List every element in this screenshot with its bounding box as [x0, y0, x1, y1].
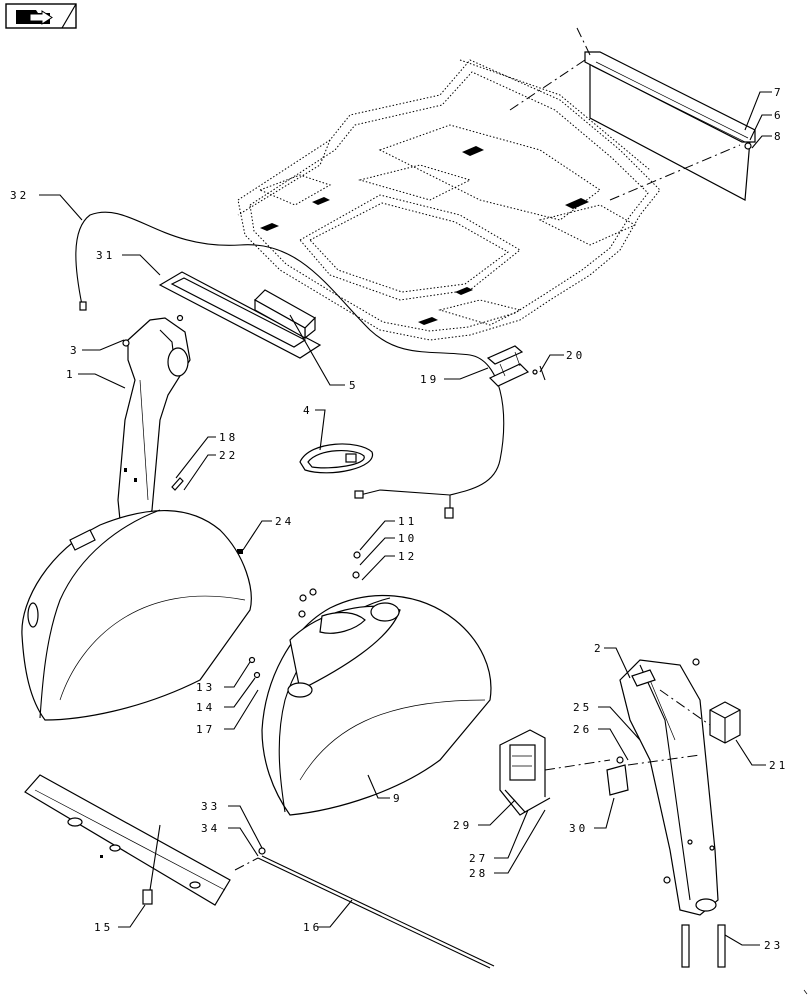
- callout-12: 12: [398, 550, 417, 563]
- callout-5: 5: [349, 379, 359, 392]
- vent-grille: [260, 146, 589, 325]
- wire-harness: [75, 211, 505, 519]
- callout-19: 19: [420, 373, 439, 386]
- callout-25: 25: [573, 701, 592, 714]
- bracket: [486, 345, 546, 387]
- callout-16: 16: [303, 921, 322, 934]
- label-plate: [606, 764, 629, 796]
- callout-13: 13: [196, 681, 215, 694]
- callout-29: 29: [453, 819, 472, 832]
- callout-21: 21: [769, 759, 788, 772]
- callout-3: 3: [70, 344, 80, 357]
- callout-23: 23: [764, 939, 783, 952]
- callout-30: 30: [569, 822, 588, 835]
- callout-11: 11: [398, 515, 417, 528]
- callout-24: 24: [275, 515, 294, 528]
- trim-strip: [24, 774, 231, 906]
- callout-32: 32: [10, 189, 29, 202]
- gasket: [158, 271, 322, 359]
- callout-28: 28: [469, 867, 488, 880]
- callout-31: 31: [96, 249, 115, 262]
- foam-block: [254, 289, 316, 340]
- headliner-panel: [237, 59, 661, 341]
- callout-26: 26: [573, 723, 592, 736]
- right-pillar-trim: [616, 658, 719, 916]
- callout-7: 7: [774, 86, 784, 99]
- left-column-post: [117, 314, 191, 531]
- callout-4: 4: [303, 404, 313, 417]
- callout-22: 22: [219, 449, 238, 462]
- callout-17: 17: [196, 723, 215, 736]
- callout-9: 9: [393, 792, 403, 805]
- callout-14: 14: [196, 701, 215, 714]
- callout-1: 1: [66, 368, 76, 381]
- arrow-right-folder-icon: [16, 10, 53, 25]
- callout-6: 6: [774, 109, 784, 122]
- callout-2: 2: [594, 642, 604, 655]
- foam-pad: [709, 701, 741, 744]
- callout-27: 27: [469, 852, 488, 865]
- callout-20: 20: [566, 349, 585, 362]
- leader-lines: [39, 91, 772, 946]
- support-rod: [234, 847, 495, 969]
- callout-8: 8: [774, 130, 784, 143]
- antenna: [142, 824, 161, 905]
- sunshade: [584, 51, 756, 201]
- callout-33: 33: [201, 800, 220, 813]
- callout-34: 34: [201, 822, 220, 835]
- cable-clamp: [299, 443, 373, 474]
- left-console-cover: [21, 509, 252, 721]
- callout-numbers: 32 31 3 1 4 5 19 20 7 6 8 18 22 24 11 10…: [10, 86, 788, 952]
- switch-panel: [499, 729, 551, 816]
- seal-strip: [681, 924, 726, 968]
- callout-18: 18: [219, 431, 238, 444]
- callout-10: 10: [398, 532, 417, 545]
- nav-button[interactable]: [5, 3, 77, 29]
- right-console-cover: [248, 551, 492, 816]
- callout-15: 15: [94, 921, 113, 934]
